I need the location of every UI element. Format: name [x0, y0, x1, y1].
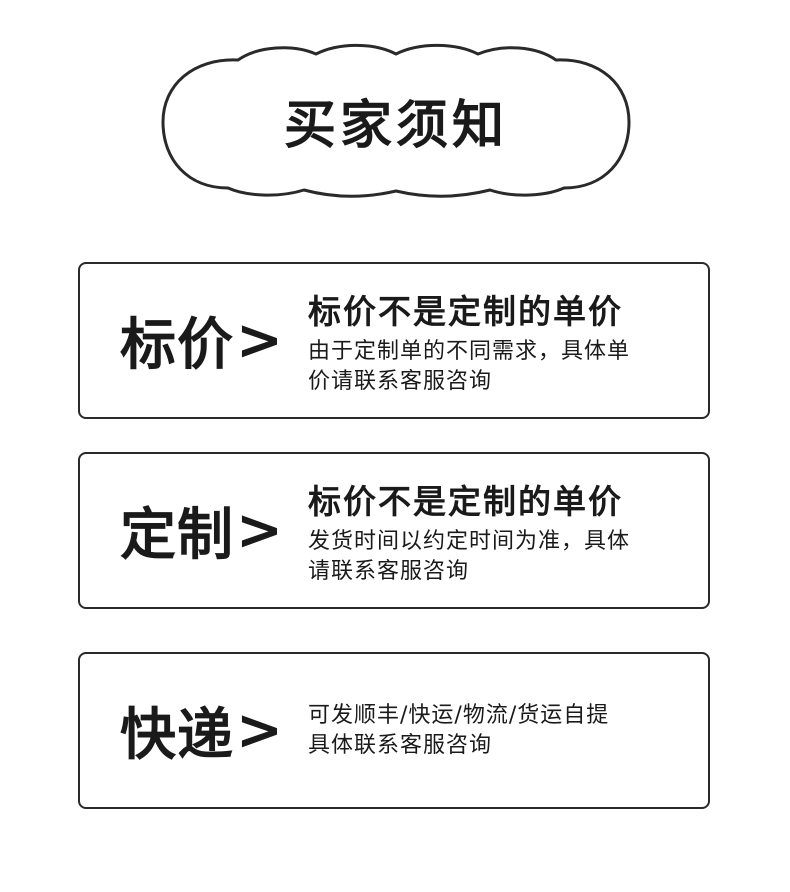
card-heading: 标价不是定制的单价: [308, 481, 623, 521]
card-label-shipping: 快递>: [120, 654, 284, 807]
card-body-price: 标价不是定制的单价 由于定制单的不同需求，具体单 价请联系客服咨询: [308, 264, 698, 417]
card-label-text: 快递: [120, 703, 234, 768]
notice-card-shipping: 快递> 可发顺丰/快运/物流/货运自提 具体联系客服咨询: [78, 652, 710, 809]
card-text-line: 可发顺丰/快运/物流/货运自提: [308, 702, 610, 728]
card-text-line: 由于定制单的不同需求，具体单: [308, 338, 631, 364]
cloud-shape: [161, 43, 631, 198]
card-body-shipping: 可发顺丰/快运/物流/货运自提 具体联系客服咨询: [308, 654, 698, 807]
notice-card-custom: 定制> 标价不是定制的单价 发货时间以约定时间为准，具体 请联系客服咨询: [78, 452, 710, 609]
card-heading: 标价不是定制的单价: [308, 291, 623, 331]
card-label-custom: 定制>: [120, 454, 284, 607]
card-text-line: 具体联系客服咨询: [308, 732, 493, 758]
page-title: 买家须知: [283, 95, 508, 156]
card-label-text: 定制: [120, 503, 234, 568]
card-text-line: 价请联系客服咨询: [308, 368, 493, 394]
chevron-right-icon: >: [236, 498, 284, 563]
card-label-price: 标价>: [120, 264, 284, 417]
card-body-custom: 标价不是定制的单价 发货时间以约定时间为准，具体 请联系客服咨询: [308, 454, 698, 607]
card-text-line: 请联系客服咨询: [308, 558, 470, 584]
card-label-text: 标价: [120, 313, 234, 378]
chevron-right-icon: >: [236, 308, 284, 373]
card-text-line: 发货时间以约定时间为准，具体: [308, 528, 631, 554]
chevron-right-icon: >: [236, 698, 284, 763]
notice-card-price: 标价> 标价不是定制的单价 由于定制单的不同需求，具体单 价请联系客服咨询: [78, 262, 710, 419]
title-cloud: 买家须知: [158, 40, 634, 200]
